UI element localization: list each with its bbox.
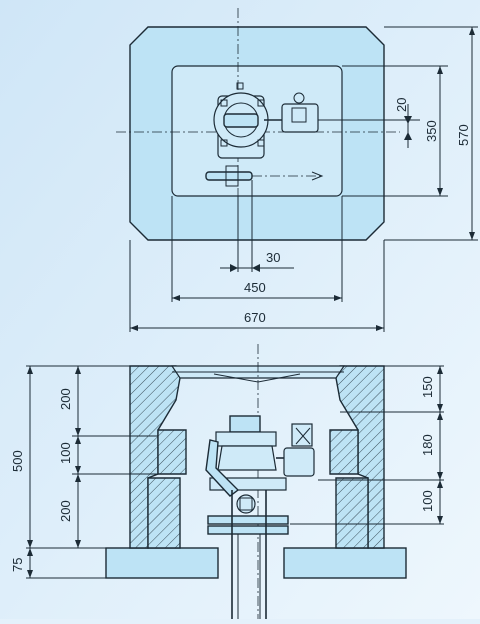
lever-pivot bbox=[236, 494, 256, 514]
right-wall-step bbox=[329, 429, 359, 475]
dim-right-180-label: 180 bbox=[420, 434, 435, 456]
pipe-flange-upper bbox=[207, 515, 289, 525]
dim-left-75-label: 75 bbox=[10, 558, 25, 572]
dim-left-200-top-label: 200 bbox=[58, 388, 73, 410]
pipe-flange-lower bbox=[207, 525, 289, 535]
dim-450-label: 450 bbox=[244, 280, 266, 295]
actuator-box bbox=[281, 103, 319, 133]
bolt-marks bbox=[220, 82, 265, 147]
left-wall-step bbox=[157, 429, 187, 475]
dim-right-150-label: 150 bbox=[420, 376, 435, 398]
right-wall-lower bbox=[335, 477, 369, 549]
actuator-square bbox=[291, 107, 307, 123]
dim-right-100-label: 100 bbox=[420, 490, 435, 512]
left-wall-lower bbox=[147, 477, 181, 549]
dim-left-500-label: 500 bbox=[10, 450, 25, 472]
valve-handle-bar bbox=[223, 113, 259, 128]
dim-670-label: 670 bbox=[244, 310, 266, 325]
dim-570-label: 570 bbox=[456, 124, 471, 146]
valve-body bbox=[217, 445, 277, 471]
dim-left-200-bottom-label: 200 bbox=[58, 500, 73, 522]
foundation-right bbox=[283, 547, 407, 579]
dim-350-label: 350 bbox=[424, 120, 439, 142]
valve-upper-flange bbox=[215, 431, 277, 447]
section-view: 200 100 200 500 75 150 180 100 bbox=[10, 344, 444, 619]
handle-lever bbox=[205, 171, 253, 181]
dim-20-label: 20 bbox=[394, 98, 409, 112]
handle-block bbox=[225, 165, 239, 187]
actuator-knob bbox=[293, 92, 305, 104]
section-handle-lever bbox=[205, 439, 240, 497]
valve-bonnet bbox=[229, 415, 261, 433]
section-actuator-box bbox=[283, 447, 315, 477]
plan-view: 20 350 570 30 450 670 bbox=[116, 8, 478, 332]
handle-swing-arrow bbox=[311, 171, 324, 181]
dim-left-100-label: 100 bbox=[58, 442, 73, 464]
foundation-left bbox=[105, 547, 219, 579]
dim-30-label: 30 bbox=[266, 250, 280, 265]
